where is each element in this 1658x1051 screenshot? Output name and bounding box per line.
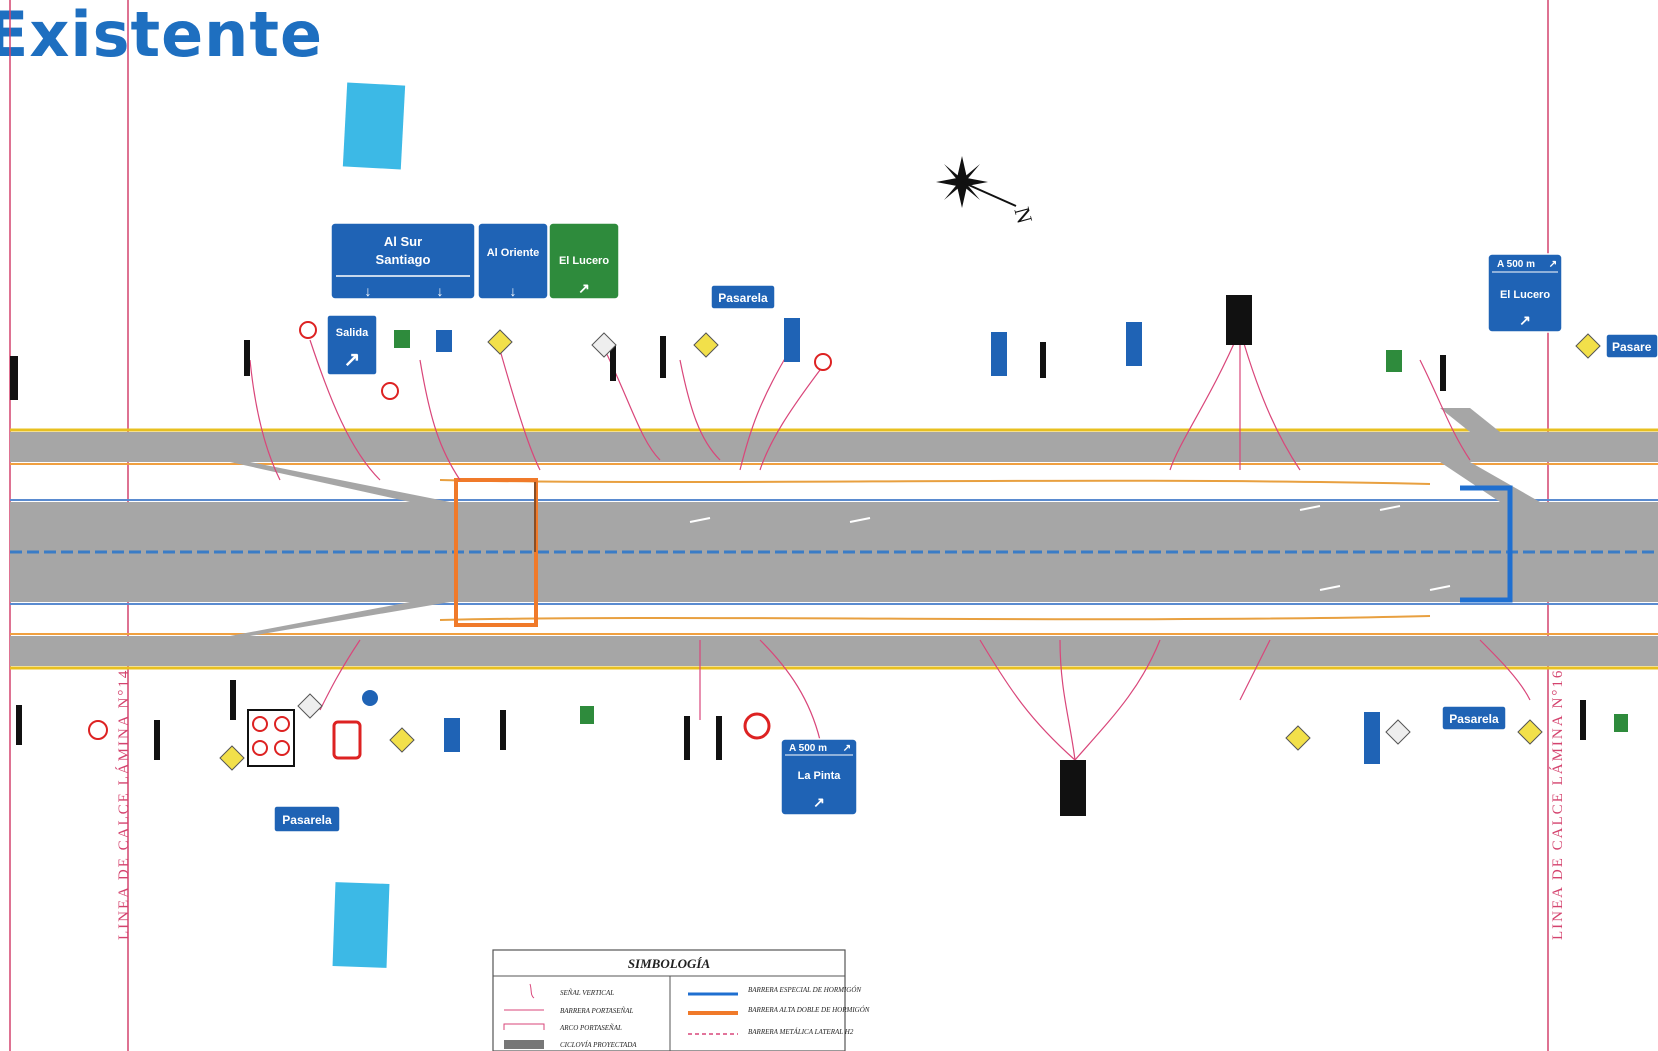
svg-text:Pasarela: Pasarela — [282, 813, 332, 827]
svg-text:↗: ↗ — [843, 743, 851, 754]
legend-item-barrera: BARRERA PORTASEÑAL — [560, 1007, 634, 1015]
cyan-marker-top — [342, 82, 406, 170]
svg-text:↗: ↗ — [1519, 312, 1531, 328]
legend-title: SIMBOLOGÍA — [628, 956, 711, 971]
orange-barrier-structure — [454, 478, 538, 627]
svg-text:La Pinta: La Pinta — [798, 770, 842, 782]
right-match-label: LINEA DE CALCE LÁMINA N°16 — [1549, 669, 1566, 940]
left-match-label: LINEA DE CALCE LÁMINA N°14 — [115, 669, 132, 940]
legend-item-barrera-especial: BARRERA ESPECIAL DE HORMIGÓN — [748, 986, 861, 994]
svg-text:A 500 m: A 500 m — [1497, 259, 1535, 270]
cyan-marker-bottom — [332, 882, 390, 968]
svg-text:↓: ↓ — [437, 283, 444, 299]
legend-item-barrera-alta: BARRERA ALTA DOBLE DE HORMIGÓN — [748, 1006, 870, 1014]
svg-text:El Lucero: El Lucero — [1500, 289, 1550, 301]
svg-text:↗: ↗ — [813, 794, 825, 810]
small-signs-bottom — [16, 680, 1628, 816]
guide-sign-el-lucero-blue: A 500 m ↗ El Lucero ↗ — [1487, 253, 1563, 333]
legend-item-senal: SEÑAL VERTICAL — [560, 989, 614, 997]
svg-text:↗: ↗ — [578, 280, 590, 296]
legend-item-barrera-metalica: BARRERA METÁLICA LATERAL H2 — [748, 1028, 854, 1036]
svg-text:↗: ↗ — [1549, 259, 1557, 270]
svg-text:A 500 m: A 500 m — [789, 743, 827, 754]
svg-text:Salida: Salida — [336, 327, 369, 339]
svg-text:↗: ↗ — [344, 349, 361, 371]
legend-item-ciclovia: CICLOVÍA PROYECTADA — [560, 1041, 637, 1049]
callout-leaders — [249, 329, 1531, 761]
svg-text:↓: ↓ — [365, 283, 372, 299]
north-arrow-icon — [936, 156, 1017, 208]
guide-sign-salida: Salida ↗ — [326, 314, 378, 376]
svg-text:Al Oriente: Al Oriente — [487, 247, 540, 259]
guide-sign-pasarela-bottom-left: Pasarela — [273, 805, 341, 833]
guide-sign-al-oriente: Al Oriente ↓ — [477, 222, 549, 300]
guide-sign-el-lucero-green: El Lucero ↗ — [548, 222, 620, 300]
guide-sign-pasarela-bottom-right: Pasarela — [1441, 705, 1507, 731]
guide-sign-pasarela-right-top: Pasare — [1605, 333, 1658, 359]
svg-text:Al Sur: Al Sur — [384, 234, 422, 249]
small-signs-top — [10, 295, 1601, 400]
legend-item-arco: ARCO PORTASEÑAL — [559, 1024, 622, 1032]
blue-barrier-structure — [1460, 485, 1513, 603]
roadway — [10, 408, 1658, 670]
svg-text:Pasarela: Pasarela — [1449, 712, 1499, 726]
svg-text:Pasare: Pasare — [1612, 340, 1652, 354]
page-title: Existente — [0, 0, 324, 71]
svg-text:↓: ↓ — [510, 283, 517, 299]
legend-box: SIMBOLOGÍA SEÑAL VERTICAL BARRERA PORTAS… — [492, 949, 870, 1051]
svg-text:El Lucero: El Lucero — [559, 255, 609, 267]
svg-text:Santiago: Santiago — [376, 252, 431, 267]
guide-sign-al-sur: Al Sur Santiago ↓ ↓ — [330, 222, 476, 300]
guide-sign-pasarela-top: Pasarela — [710, 284, 776, 310]
svg-text:Pasarela: Pasarela — [718, 291, 768, 305]
north-label: N — [1009, 204, 1037, 226]
guide-sign-la-pinta: A 500 m ↗ La Pinta ↗ — [780, 738, 858, 816]
